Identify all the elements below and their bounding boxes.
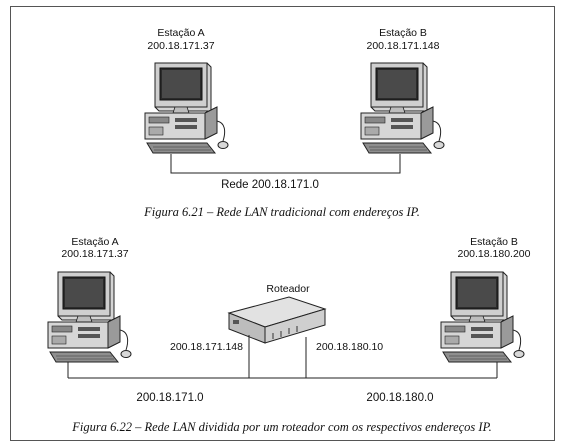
computer-icon <box>144 62 229 154</box>
station-b-ip: 200.18.171.148 <box>366 40 440 52</box>
station-a-ip: 200.18.171.37 <box>147 40 215 52</box>
router-name: Roteador <box>266 283 310 295</box>
computer-icon <box>47 271 132 363</box>
figure-frame <box>10 6 555 441</box>
station-b-ip: 200.18.180.200 <box>457 248 531 260</box>
station-b-name: Estação B <box>470 236 518 248</box>
station-a-name: Estação A <box>157 27 205 39</box>
network-left-label: 200.18.171.0 <box>136 392 204 404</box>
lan-cable <box>170 154 401 174</box>
network-label: Rede 200.18.171.0 <box>221 179 319 191</box>
figure-caption: Figura 6.21 – Rede LAN tradicional com e… <box>144 205 420 219</box>
station-a-name: Estação A <box>71 236 119 248</box>
router-ip-right: 200.18.180.10 <box>316 341 384 353</box>
computer-icon <box>440 271 525 363</box>
network-right-label: 200.18.180.0 <box>366 392 434 404</box>
figure-caption: Figura 6.22 – Rede LAN dividida por um r… <box>72 420 492 434</box>
station-a-ip: 200.18.171.37 <box>61 248 129 260</box>
router-ip-left: 200.18.171.148 <box>170 341 243 353</box>
computer-icon <box>360 62 445 154</box>
station-b-name: Estação B <box>379 27 427 39</box>
router-icon <box>228 296 326 344</box>
